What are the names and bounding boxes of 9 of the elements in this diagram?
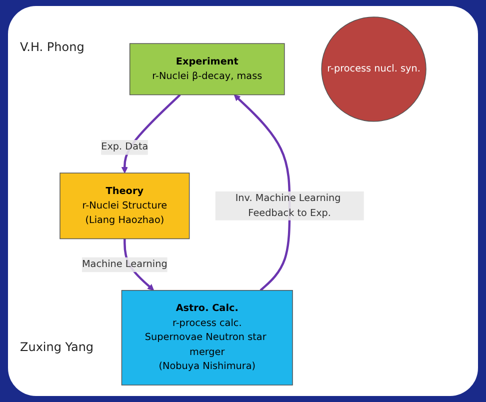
edge-label: Inv. Machine Learning Feedback to Exp. <box>235 192 341 219</box>
node-circle <box>321 16 426 122</box>
author-name: Zuxing Yang <box>20 340 94 354</box>
edge-label: Machine Learning <box>82 258 168 270</box>
node-box <box>60 172 190 240</box>
node-box <box>121 290 293 386</box>
node-box <box>129 43 285 96</box>
author-name: V.H. Phong <box>20 40 84 54</box>
edge-label: Exp. Data <box>101 141 148 153</box>
